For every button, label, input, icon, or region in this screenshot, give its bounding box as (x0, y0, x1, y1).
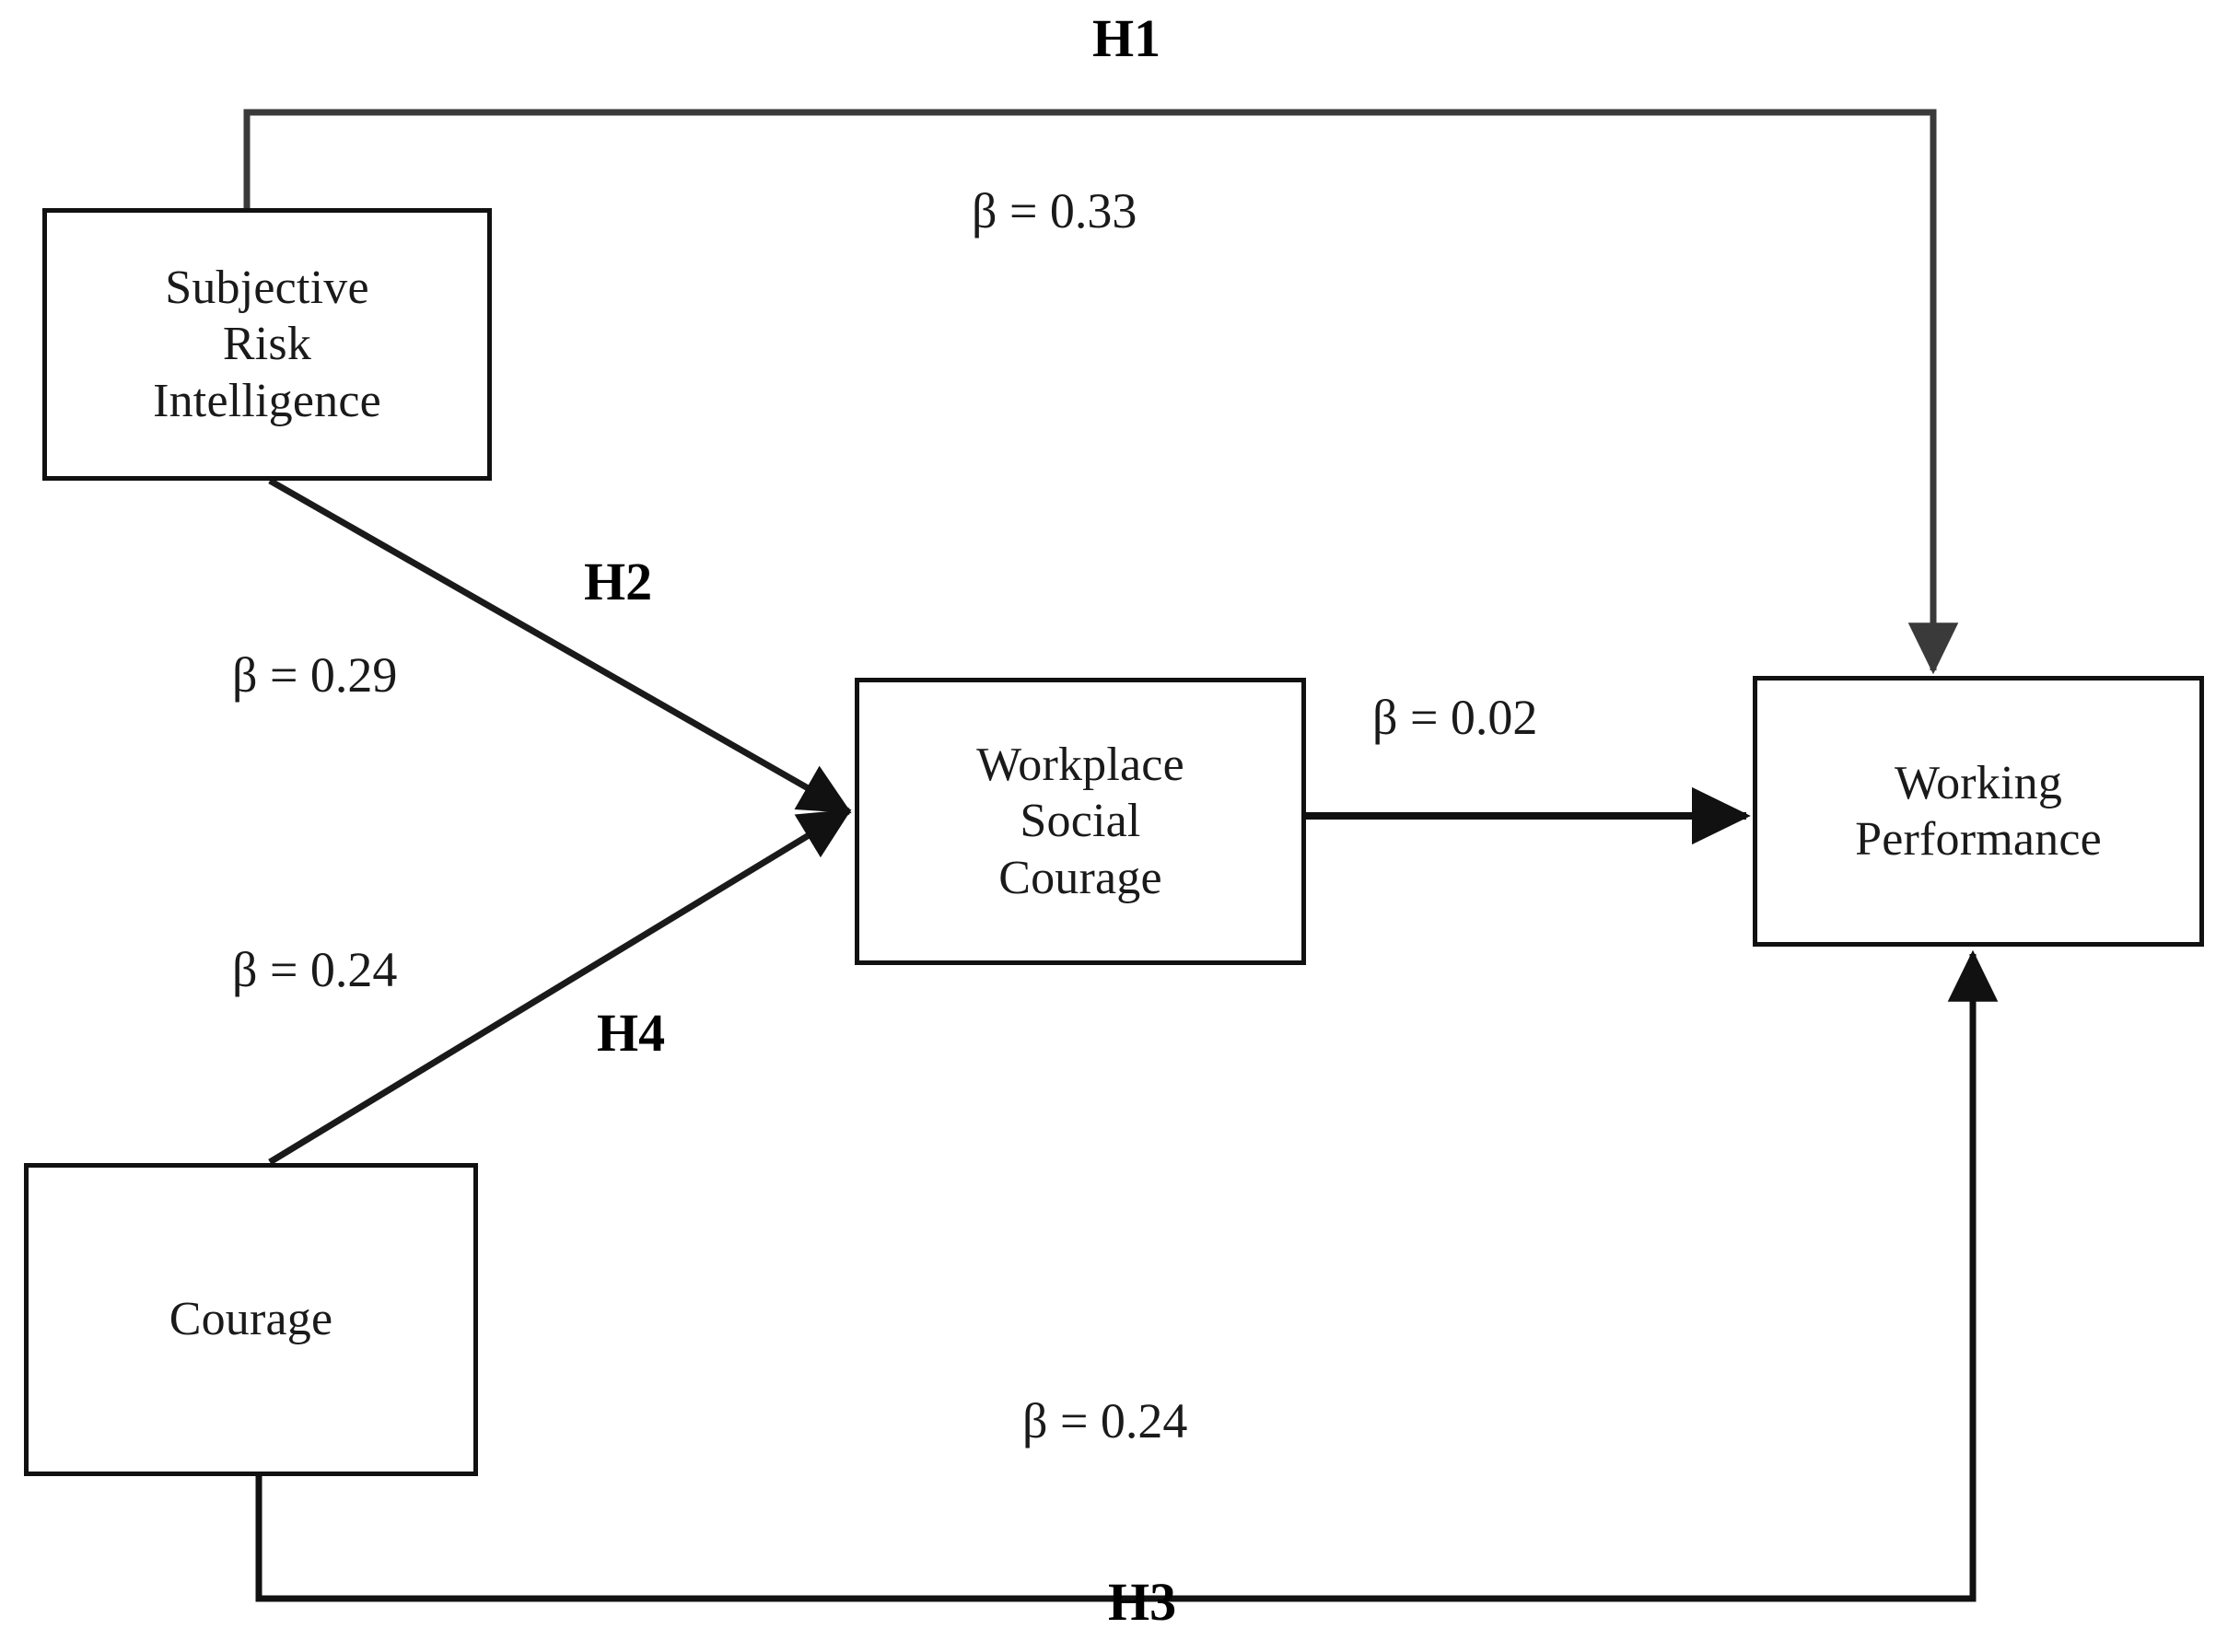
hypothesis-label-h1: H1 (1092, 8, 1161, 68)
coefficient-label-wsc-to-wp: β = 0.02 (1372, 690, 1538, 745)
edge-h4 (268, 809, 852, 1165)
node-label-workplace-social-courage: Workplace Social Courage (976, 738, 1184, 904)
coefficient-label-h2: β = 0.29 (232, 647, 398, 703)
node-workplace-social-courage[interactable]: Workplace Social Courage (855, 678, 1306, 965)
coefficient-label-h3: β = 0.24 (1022, 1393, 1188, 1448)
node-label-subjective-risk-intelligence: Subjective Risk Intelligence (153, 261, 381, 427)
hypothesis-label-h4: H4 (597, 1003, 666, 1063)
edge-h3 (255, 949, 1999, 1602)
node-label-courage: Courage (169, 1293, 333, 1346)
node-working-performance[interactable]: Working Performance (1753, 676, 2204, 947)
hypothesis-label-h3: H3 (1108, 1572, 1177, 1632)
coefficient-label-h4: β = 0.24 (232, 942, 398, 997)
node-courage[interactable]: Courage (24, 1163, 478, 1476)
node-label-working-performance: Working Performance (1855, 756, 2102, 866)
hypothesis-label-h2: H2 (584, 552, 653, 611)
edge-h2 (268, 477, 852, 815)
node-subjective-risk-intelligence[interactable]: Subjective Risk Intelligence (42, 208, 492, 481)
edge-h1 (243, 109, 1959, 675)
coefficient-label-h1: β = 0.33 (972, 183, 1137, 238)
